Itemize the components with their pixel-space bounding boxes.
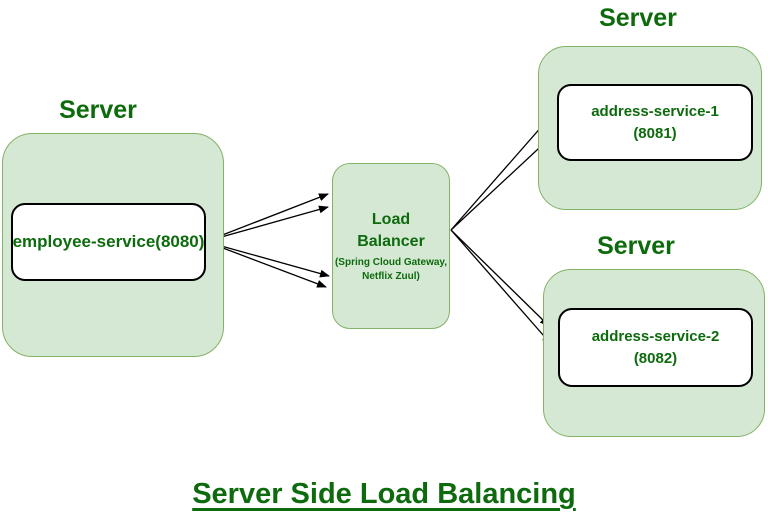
address-service-2-port: (8082) [633, 349, 678, 367]
address-service-1-node: address-service-1 (8081) [557, 84, 753, 161]
load-balancer-title-line2: Balancer [357, 232, 425, 250]
address-service-1-name: address-service-1 [591, 102, 719, 120]
diagram-caption: Server Side Load Balancing [192, 478, 576, 510]
arrow-lb-to-address2-a [450, 229, 550, 327]
arrow-lb-to-address1-b [450, 135, 553, 231]
address-service-2-node: address-service-2 (8082) [558, 308, 753, 387]
load-balancer-title-line1: Load [371, 210, 411, 228]
server-top-right-title: Server [599, 4, 677, 32]
arrow-employee-to-lb-4 [206, 241, 327, 288]
load-balancer-subtitle-line2: Netflix Zuul) [362, 270, 420, 282]
load-balancer-node: Load Balancer (Spring Cloud Gateway, Net… [332, 163, 450, 329]
arrow-employee-to-lb-2 [206, 205, 329, 242]
arrow-employee-to-lb-3 [206, 241, 330, 278]
load-balancer-subtitle-line1: (Spring Cloud Gateway, [334, 256, 448, 268]
server-left-title: Server [59, 96, 137, 124]
employee-service-node: employee-service(8080) [11, 203, 206, 281]
server-bottom-right-title: Server [597, 232, 675, 260]
arrow-lb-to-address2-b [450, 229, 552, 345]
arrow-employee-to-lb-1 [206, 193, 329, 242]
arrow-lb-to-address1-a [450, 116, 551, 231]
address-service-2-name: address-service-2 [591, 327, 720, 345]
address-service-1-port: (8081) [633, 124, 677, 142]
employee-service-label: employee-service(8080) [12, 232, 205, 251]
